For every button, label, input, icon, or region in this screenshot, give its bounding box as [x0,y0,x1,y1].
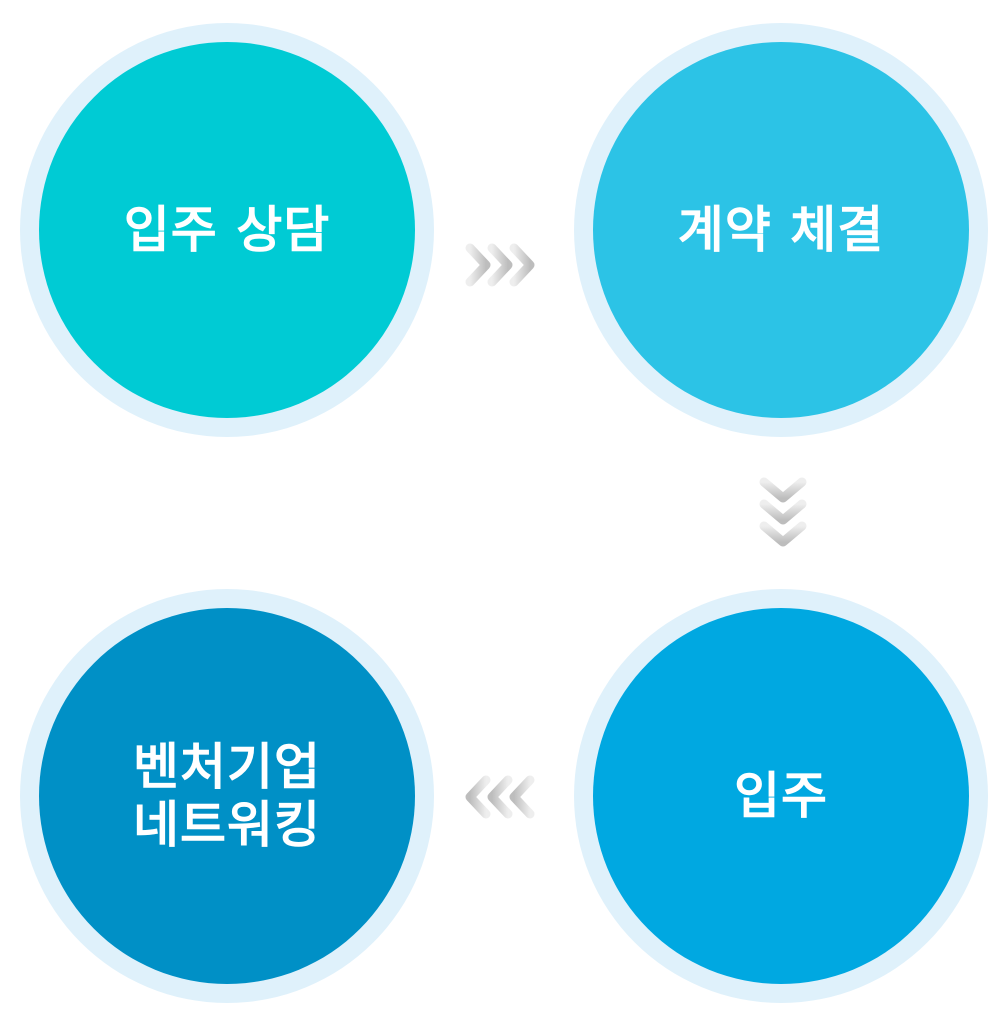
step-move-in-disc: 입주 [593,608,969,984]
chevron-left-arrow-icon [465,775,535,819]
chevron-down-arrow-icon [759,477,807,547]
step-move-in-circle: 입주 [574,589,988,1003]
step-consult-disc: 입주 상담 [39,42,415,418]
step-contract-disc: 계약 체결 [593,42,969,418]
step-consult-circle: 입주 상담 [20,23,434,437]
step-network-disc: 벤처기업 네트워킹 [39,608,415,984]
step-consult-label: 입주 상담 [123,201,331,259]
step-contract-circle: 계약 체결 [574,23,988,437]
chevron-right-arrow-icon [465,243,535,287]
step-network-circle: 벤처기업 네트워킹 [20,589,434,1003]
step-contract-label: 계약 체결 [677,201,885,259]
step-network-label: 벤처기업 네트워킹 [133,738,321,854]
step-move-in-label: 입주 [734,767,828,825]
